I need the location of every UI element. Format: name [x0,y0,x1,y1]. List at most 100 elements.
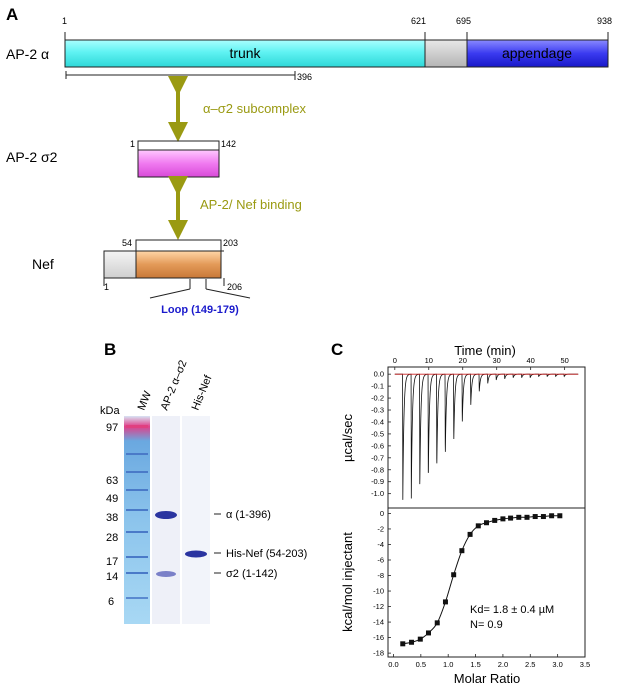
panel-b-label: B [104,340,116,359]
data-point [492,517,498,523]
mw-ladder-bands [126,425,148,599]
lane-label-mw: MW [136,389,155,412]
nef-diagram: Nef 54 203 1 206 Loop (149-179) [32,238,251,316]
thermogram-y-title: µcal/sec [340,414,355,462]
data-point [508,515,514,521]
thermogram-trace [394,373,579,500]
x-tick-label: 30 [493,356,501,365]
data-point [409,639,415,645]
x-tick-label: 2.5 [525,660,535,669]
trunk-domain [64,39,426,68]
itc-isotherm: kcal/mol injectant Molar Ratio 0.0 0.5 1.0… [340,507,590,686]
thermogram-y-ticks: 0.0-0.1-0.2-0.3-0.4-0.5-0.6-0.7-0.8-0.9-… [371,370,391,498]
y-tick-label: -4 [377,540,384,549]
ap2-sigma2-name: AP-2 σ2 [6,149,58,165]
loop-label: Loop (149-179) [161,304,239,316]
y-tick-label: -18 [373,649,384,658]
data-point [557,513,563,519]
band-label-hisnef: His-Nef (54-203) [226,548,307,560]
marker-6: 6 [108,596,114,608]
n-annotation: N= 0.9 [470,619,503,631]
x-tick-label: 40 [526,356,534,365]
molar-ratio-title: Molar Ratio [454,671,520,686]
isotherm-y-title: kcal/mol injectant [340,532,355,632]
gel-image: MW AP-2 α–σ2 His-Nef kDa 97 63 49 38 28 [100,359,307,624]
sigma2-band [156,571,176,577]
data-point [400,641,406,647]
isotherm-frame [387,507,586,658]
x-tick-label: 0.0 [388,660,398,669]
fragment-end-396: 396 [297,72,312,82]
mw-lane [124,416,150,624]
panel-c-label: C [331,340,343,359]
fragment-bracket [65,71,296,80]
band-label-alpha: α (1-396) [226,509,271,521]
appendage-label: appendage [502,45,572,61]
kd-annotation: Kd= 1.8 ± 0.4 µM [470,604,554,616]
data-point [516,514,522,520]
time-axis-title: Time (min) [454,343,516,358]
marker-17: 17 [106,556,118,568]
thermogram-line [394,373,579,500]
ap2-alpha-diagram: AP-2 α 1 621 695 938 trunk appendage 396 [6,16,612,82]
data-point [540,514,546,520]
marker-97: 97 [106,422,118,434]
alpha-band [155,511,177,519]
marker-14: 14 [106,571,118,583]
nef-end: 206 [227,282,242,292]
data-point [451,572,457,578]
y-tick-label: -0.4 [371,417,384,426]
ap2a-boundary-621: 621 [411,16,426,26]
x-tick-label: 0 [393,356,397,365]
band-label-sigma2: σ2 (1-142) [226,568,277,580]
data-point [459,548,465,554]
data-point [484,520,489,526]
trunk-label: trunk [229,45,261,61]
sigma2-domain [137,149,220,178]
y-tick-label: -0.7 [371,453,384,462]
y-tick-label: -0.8 [371,465,384,474]
nef-start: 1 [104,282,109,292]
x-tick-label: 1.0 [443,660,453,669]
data-point [425,630,431,636]
x-tick-label: 50 [560,356,568,365]
x-tick-label: 1.5 [470,660,480,669]
y-tick-label: -0.9 [371,477,384,486]
nef-name: Nef [32,256,54,272]
marker-49: 49 [106,493,118,505]
y-tick-label: -6 [377,555,384,564]
ap2a-boundary-695: 695 [456,16,471,26]
marker-63: 63 [106,475,118,487]
y-tick-label: -0.6 [371,441,384,450]
panel-a-label: A [6,5,18,24]
data-point [475,523,481,529]
nef-core-start: 54 [122,238,132,248]
x-tick-label: 3.0 [552,660,562,669]
ap2a-start: 1 [62,16,67,26]
y-tick-label: -12 [373,602,384,611]
ap2-alpha-name: AP-2 α [6,46,49,62]
data-point [434,620,440,626]
x-tick-label: 2.0 [498,660,508,669]
isotherm-y-ticks: 0-2-4-6-8-10-12-14-16-18 [373,509,391,658]
data-point [532,514,538,520]
y-tick-label: -2 [377,524,384,533]
x-tick-label: 0.5 [416,660,426,669]
marker-38: 38 [106,512,118,524]
appendage-domain [466,39,609,68]
nef-core-end: 203 [223,238,238,248]
nef-binding-label: AP-2/ Nef binding [200,197,302,212]
lane-label-ap2: AP-2 α–σ2 [159,359,190,413]
loop-callout [149,279,251,299]
x-tick-label: 3.5 [580,660,590,669]
y-tick-label: -0.1 [371,382,384,391]
y-tick-label: 0 [380,509,384,518]
data-point [500,516,506,522]
ap2a-end: 938 [597,16,612,26]
nef-core-domain [135,250,222,279]
linker-segment [424,39,468,68]
y-tick-label: -14 [373,618,384,627]
y-tick-label: -0.5 [371,429,384,438]
